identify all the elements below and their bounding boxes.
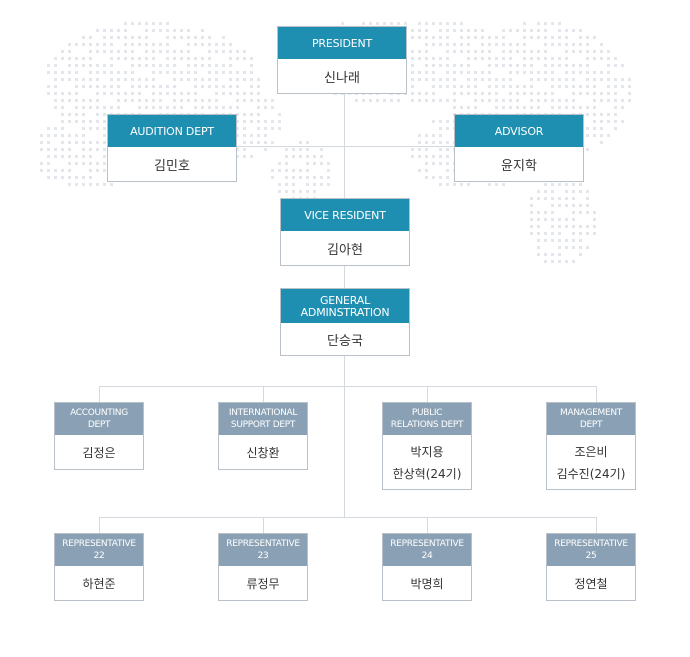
dept-member: 조은비 xyxy=(574,445,608,459)
representative-title-line1: REPRESENTATIVE xyxy=(226,539,300,549)
representative-name: 하현준 xyxy=(82,577,116,591)
dept-title-line2: DEPT xyxy=(87,420,111,430)
general-administration-box: GENERAL ADMINSTRATION 단승국 xyxy=(280,288,410,356)
representative-title-line1: REPRESENTATIVE xyxy=(390,539,464,549)
connector-horizontal-depts xyxy=(99,386,596,387)
dept-title: PUBLIC RELATIONS DEPT xyxy=(383,403,471,435)
connector-drop-rep-2 xyxy=(263,517,264,534)
dept-box-public-relations: PUBLIC RELATIONS DEPT 박지용 한상혁(24기) xyxy=(382,402,472,490)
president-title: PRESIDENT xyxy=(278,27,406,59)
vice-resident-name: 김아현 xyxy=(327,242,363,258)
audition-dept-title: AUDITION DEPT xyxy=(108,115,236,147)
representative-title: REPRESENTATIVE 23 xyxy=(219,534,307,566)
dept-title-line2: DEPT xyxy=(579,420,603,430)
representative-title-line2: 25 xyxy=(585,551,597,561)
representative-title: REPRESENTATIVE 25 xyxy=(547,534,635,566)
representative-title-line1: REPRESENTATIVE xyxy=(62,539,136,549)
dept-member: 신창환 xyxy=(246,446,280,460)
dept-member: 한상혁(24기) xyxy=(392,467,462,481)
connector-horizontal-top xyxy=(236,146,455,147)
vice-resident-title: VICE RESIDENT xyxy=(281,199,409,231)
representative-box-23: REPRESENTATIVE 23 류정무 xyxy=(218,533,308,601)
advisor-box: ADVISOR 윤지학 xyxy=(454,114,584,182)
dept-title-line1: INTERNATIONAL xyxy=(228,408,298,418)
dept-members: 박지용 한상혁(24기) xyxy=(383,435,471,491)
representative-title-line1: REPRESENTATIVE xyxy=(554,539,628,549)
representative-name: 류정무 xyxy=(246,577,280,591)
general-administration-title-line1: GENERAL xyxy=(319,294,371,307)
dept-member: 박지용 xyxy=(410,445,444,459)
dept-members: 김정은 xyxy=(55,435,143,471)
representative-name: 박명희 xyxy=(410,577,444,591)
general-administration-name: 단승국 xyxy=(327,333,363,349)
vice-resident-box: VICE RESIDENT 김아현 xyxy=(280,198,410,266)
dept-title: ACCOUNTING DEPT xyxy=(55,403,143,435)
dept-box-international-support: INTERNATIONAL SUPPORT DEPT 신창환 xyxy=(218,402,308,470)
connector-drop-dept-1 xyxy=(99,386,100,403)
dept-box-accounting: ACCOUNTING DEPT 김정은 xyxy=(54,402,144,470)
connector-drop-rep-1 xyxy=(99,517,100,534)
representative-box-22: REPRESENTATIVE 22 하현준 xyxy=(54,533,144,601)
audition-dept-box: AUDITION DEPT 김민호 xyxy=(107,114,237,182)
dept-members: 조은비 김수진(24기) xyxy=(547,435,635,491)
connector-drop-rep-4 xyxy=(596,517,597,534)
representative-title: REPRESENTATIVE 24 xyxy=(383,534,471,566)
representative-name: 정연철 xyxy=(574,577,608,591)
audition-dept-name: 김민호 xyxy=(154,158,190,174)
connector-drop-dept-2 xyxy=(263,386,264,403)
representative-box-25: REPRESENTATIVE 25 정연철 xyxy=(546,533,636,601)
connector-drop-rep-3 xyxy=(427,517,428,534)
dept-title: MANAGEMENT DEPT xyxy=(547,403,635,435)
representative-title-line2: 23 xyxy=(257,551,269,561)
connector-vice-general xyxy=(344,264,345,289)
general-administration-title: GENERAL ADMINSTRATION xyxy=(281,289,409,323)
dept-member: 김정은 xyxy=(82,446,116,460)
dept-title-line2: SUPPORT DEPT xyxy=(230,420,296,430)
dept-members: 신창환 xyxy=(219,435,307,471)
president-box: PRESIDENT 신나래 xyxy=(277,26,407,94)
connector-trunk-mid xyxy=(344,355,345,517)
dept-title-line1: ACCOUNTING xyxy=(70,408,128,418)
dept-title: INTERNATIONAL SUPPORT DEPT xyxy=(219,403,307,435)
dept-box-management: MANAGEMENT DEPT 조은비 김수진(24기) xyxy=(546,402,636,490)
representative-title-line2: 22 xyxy=(93,551,105,561)
representative-title: REPRESENTATIVE 22 xyxy=(55,534,143,566)
representative-title-line2: 24 xyxy=(421,551,433,561)
dept-title-line1: MANAGEMENT xyxy=(560,408,622,418)
advisor-name: 윤지학 xyxy=(501,158,537,174)
dept-member: 김수진(24기) xyxy=(556,467,626,481)
connector-trunk-top xyxy=(344,92,345,199)
connector-drop-dept-4 xyxy=(596,386,597,403)
president-name: 신나래 xyxy=(324,70,360,86)
representative-box-24: REPRESENTATIVE 24 박명희 xyxy=(382,533,472,601)
dept-title-line2: RELATIONS DEPT xyxy=(390,420,464,430)
dept-title-line1: PUBLIC xyxy=(411,408,443,418)
connector-drop-dept-3 xyxy=(427,386,428,403)
connector-horizontal-reps xyxy=(99,517,596,518)
advisor-title: ADVISOR xyxy=(455,115,583,147)
general-administration-title-line2: ADMINSTRATION xyxy=(300,306,390,319)
